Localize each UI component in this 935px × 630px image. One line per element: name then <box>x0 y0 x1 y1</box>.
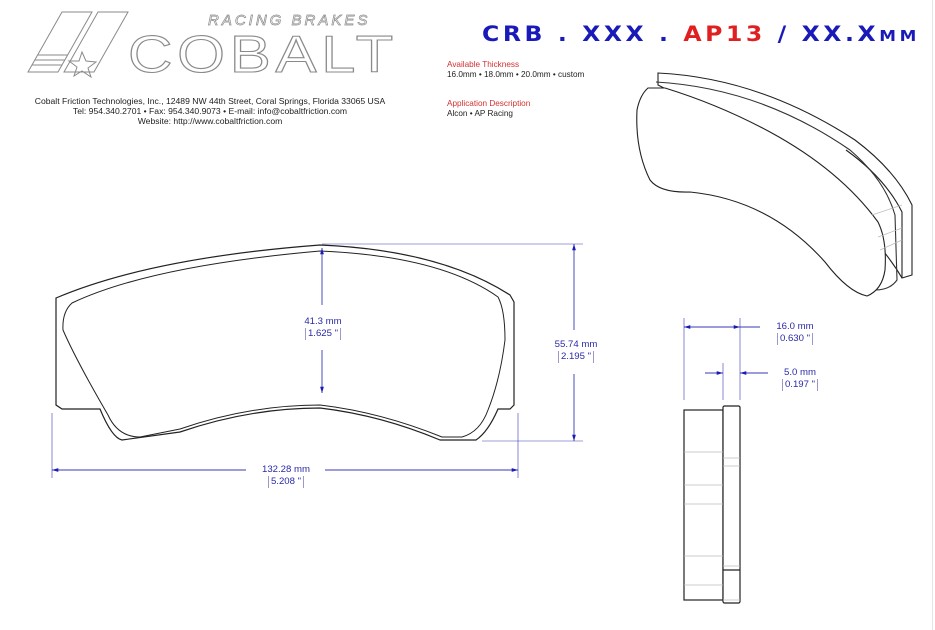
dim-overall-width-mm: 132.28 mm <box>262 464 310 475</box>
side-backplate <box>722 405 741 604</box>
company-address: Cobalt Friction Technologies, Inc., 1248… <box>34 96 386 106</box>
cobalt-logo: RACING BRAKES COBALT <box>27 11 398 85</box>
application-label: Application Description <box>447 99 531 108</box>
dim-overall-height-mm: 55.74 mm <box>554 339 598 350</box>
iso-friction-face <box>636 87 886 297</box>
thickness-value: 16.0mm • 18.0mm • 20.0mm • custom <box>447 70 585 79</box>
dim-overall-width-label: 132.28 mm 5.208 " <box>255 464 317 488</box>
dim-backplate-thickness-label: 5.0 mm 0.197 " <box>777 367 823 391</box>
application-value: Alcon • AP Racing <box>447 109 513 118</box>
part-separator: / <box>765 22 802 46</box>
dim-friction-height-label: 41.3 mm 1.625 " <box>298 316 348 340</box>
dim-total-thickness-inch: 0.630 " <box>776 333 814 345</box>
logo-wordmark: COBALT <box>128 26 398 84</box>
side-friction-block <box>683 409 724 601</box>
part-thickness: XX.X <box>801 22 880 46</box>
iso-friction-layer <box>655 81 898 291</box>
pad-front-view <box>55 244 515 441</box>
dim-backplate-thickness-mm: 5.0 mm <box>784 367 816 378</box>
part-number-title: CRB . XXX . AP13 / XX.XMM <box>482 22 920 46</box>
dimension-lines <box>51 243 768 478</box>
part-model: AP13 <box>683 22 766 46</box>
dim-total-thickness-label: 16.0 mm 0.630 " <box>772 321 818 345</box>
dim-overall-height-label: 55.74 mm 2.195 " <box>548 339 604 363</box>
logo-stripes-icon <box>27 11 129 79</box>
thickness-label: Available Thickness <box>447 60 520 69</box>
dim-overall-width-inch: 5.208 " <box>267 476 305 488</box>
dim-overall-height-inch: 2.195 " <box>557 351 595 363</box>
company-website: Website: http://www.cobaltfriction.com <box>137 116 283 126</box>
dim-friction-height-mm: 41.3 mm <box>304 316 342 327</box>
logo-tagline: RACING BRAKES <box>208 12 370 29</box>
dim-backplate-thickness-inch: 0.197 " <box>781 379 819 391</box>
dim-friction-height-inch: 1.625 " <box>304 328 342 340</box>
pad-friction-outline <box>62 250 506 438</box>
part-prefix: CRB . XXX . <box>482 22 684 46</box>
isometric-pad-view <box>636 72 913 297</box>
scrollbar-edge[interactable] <box>932 0 933 630</box>
iso-backplate-edge <box>845 149 903 278</box>
part-unit: MM <box>879 27 920 45</box>
dim-total-thickness-mm: 16.0 mm <box>776 321 814 332</box>
pad-backplate-outline <box>55 244 515 441</box>
company-contact: Tel: 954.340.2701 • Fax: 954.340.9073 • … <box>72 106 348 116</box>
pad-side-view <box>683 405 741 604</box>
